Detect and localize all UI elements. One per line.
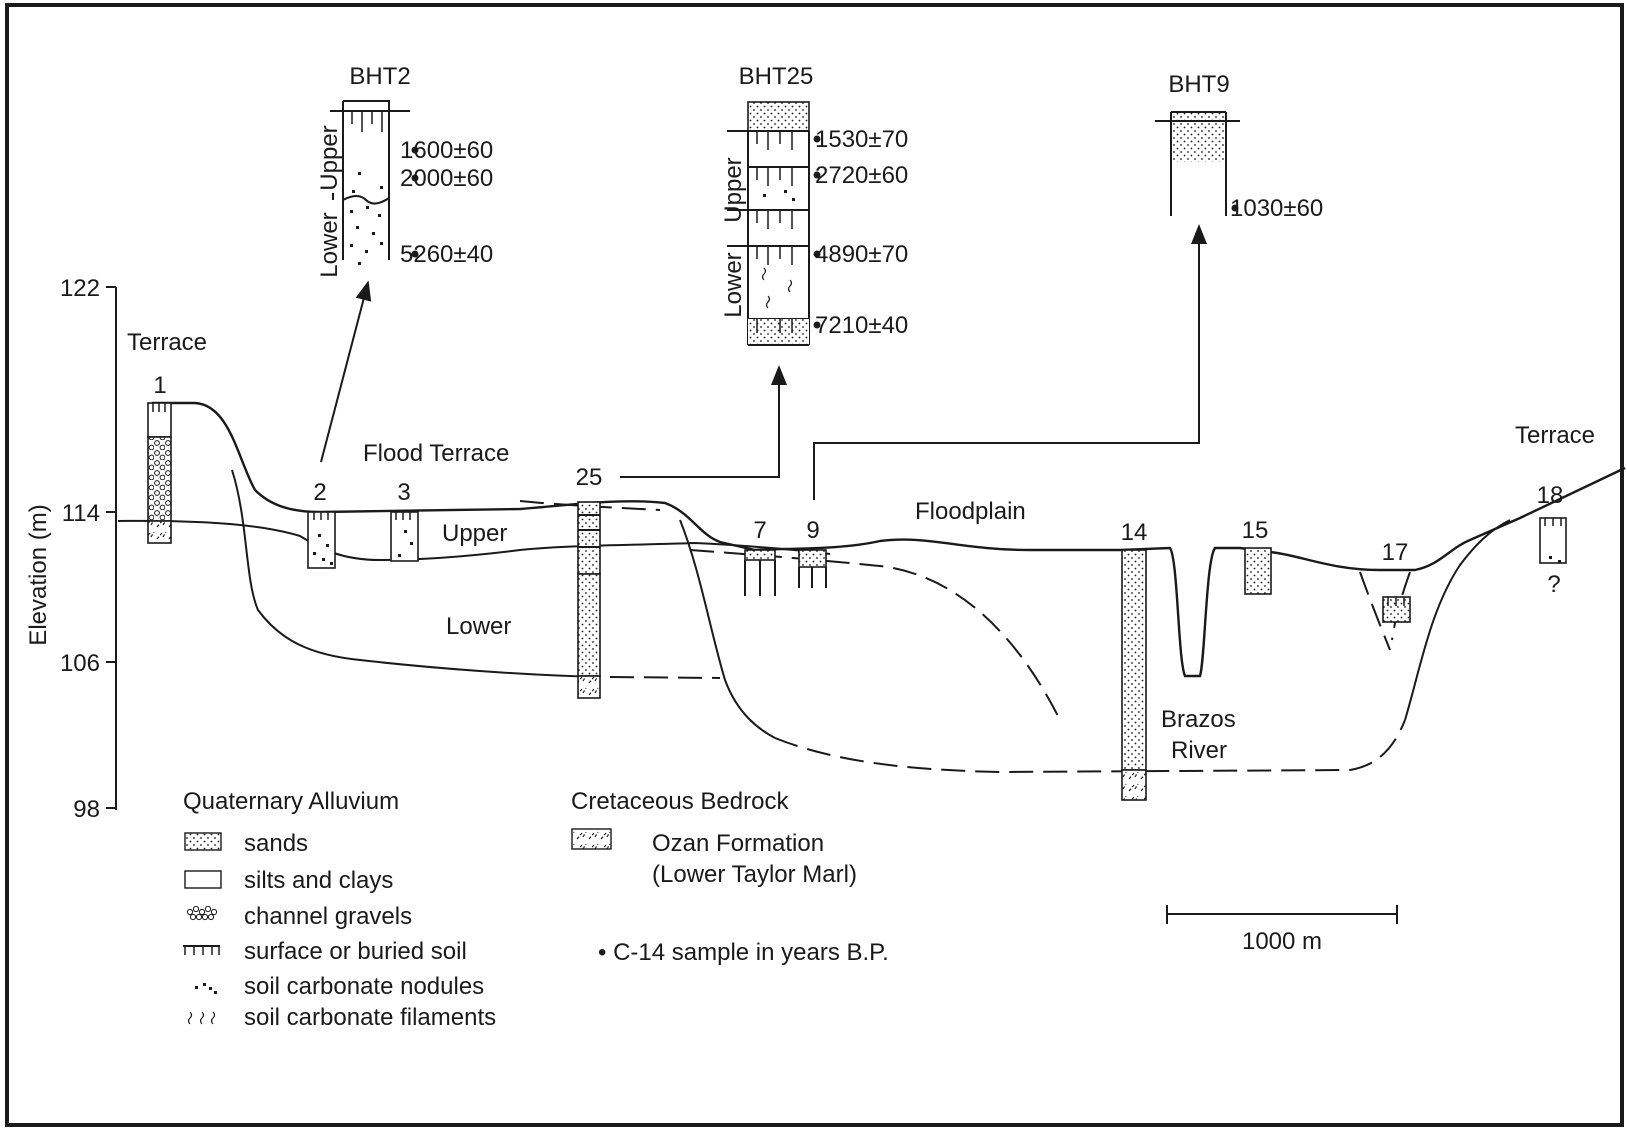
borehole-labels: 1 2 3 25 7 9 14 15 17 18 ? (153, 372, 1563, 598)
elevation-axis: 122 114 106 98 Elevation (m) (25, 275, 117, 823)
inset-bht25-date-1: 1530±70 (815, 126, 908, 153)
landform-labels: Terrace Terrace Flood Terrace Floodplain… (127, 329, 1595, 764)
legend-soil: surface or buried soil (244, 938, 467, 965)
inset-bht25-date-4: 7210±40 (815, 312, 908, 339)
floodplain-label: Floodplain (915, 498, 1026, 525)
c14-dots (411, 135, 1239, 329)
borehole-9 (798, 549, 827, 588)
borehole-7 (744, 549, 776, 596)
legend-silts-swatch (184, 870, 222, 889)
inset-bht25-date-3: 4890±70 (815, 241, 908, 268)
inset-bht25-date-2: 2720±60 (815, 162, 908, 189)
legend-ozan-swatch (571, 828, 612, 850)
inset-bht2: BHT2 Upper Lower 1600±60 2000±60 5260±40 (316, 63, 493, 278)
legend-filaments-swatch (187, 1011, 216, 1025)
legend-c14: • C-14 sample in years B.P. (598, 939, 889, 966)
legend-nodules: soil carbonate nodules (244, 973, 484, 1000)
borehole-label-17: 17 (1382, 539, 1409, 566)
borehole-label-14: 14 (1121, 519, 1148, 546)
inset-bht2-title: BHT2 (349, 63, 410, 90)
figure-frame (5, 3, 1624, 1127)
borehole-14 (1121, 549, 1147, 801)
legend-silts: silts and clays (244, 867, 393, 894)
legend-ozan-line2: (Lower Taylor Marl) (652, 861, 857, 888)
axis-tick-106: 106 (60, 650, 100, 677)
borehole-label-3: 3 (397, 479, 410, 506)
upper-lower-boundary (117, 519, 831, 562)
flood-terrace-label: Flood Terrace (363, 440, 509, 467)
borehole-15 (1244, 547, 1272, 595)
inset-bht9-date-1: 1030±60 (1230, 195, 1323, 222)
borehole-3 (390, 511, 419, 562)
legend-soil-swatch (183, 945, 220, 955)
river-label-line2: River (1171, 737, 1227, 764)
upper-unit-label: Upper (442, 520, 507, 547)
legend-gravels: channel gravels (244, 903, 412, 930)
terrace-left-label: Terrace (127, 329, 207, 356)
borehole-label-18: 18 (1537, 482, 1564, 509)
borehole-18-unknown: ? (1547, 571, 1560, 598)
borehole-label-15: 15 (1242, 517, 1269, 544)
borehole-17 (1382, 596, 1411, 623)
inset-bht9-title: BHT9 (1168, 71, 1229, 98)
borehole-1 (147, 402, 172, 544)
borehole-label-25: 25 (576, 464, 603, 491)
legend-gravels-swatch (186, 905, 218, 921)
inset-bht2-upper: Upper (316, 125, 343, 190)
legend-sands-swatch (184, 832, 222, 851)
borehole-label-7: 7 (753, 517, 766, 544)
axis-label: Elevation (m) (25, 504, 52, 645)
axis-tick-114: 114 (62, 500, 100, 527)
inset-bht25-lower: Lower (720, 252, 747, 317)
inset-bht2-lower: Lower (316, 212, 343, 277)
leader-arrows (320, 224, 1207, 500)
legend-filaments: soil carbonate filaments (244, 1004, 496, 1031)
inset-bht9: BHT9 1030±60 (1155, 71, 1323, 222)
terrace-right-label: Terrace (1515, 422, 1595, 449)
river-label-line1: Brazos (1161, 706, 1236, 733)
inset-bht25-upper: Upper (720, 157, 747, 222)
legend-sands: sands (244, 830, 308, 857)
borehole-2 (307, 511, 336, 569)
inset-bht25-title: BHT25 (739, 63, 814, 90)
legend-nodules-swatch (195, 983, 217, 994)
scale-bar: 1000 m (1166, 905, 1398, 955)
borehole-label-2: 2 (313, 479, 326, 506)
legend-heading-quaternary: Quaternary Alluvium (183, 788, 399, 815)
legend: Quaternary Alluvium sands silts and clay… (183, 788, 889, 1031)
borehole-18 (1539, 517, 1567, 564)
legend-heading-cretaceous: Cretaceous Bedrock (571, 788, 789, 815)
borehole-label-9: 9 (806, 517, 819, 544)
axis-tick-122: 122 (60, 275, 100, 302)
axis-tick-98: 98 (73, 796, 100, 823)
bedrock-contact (231, 469, 1511, 774)
borehole-label-1: 1 (153, 372, 166, 399)
inset-bht25: BHT25 Upper Lower 1530±70 2720±60 4890±7… (720, 63, 908, 346)
lower-unit-label: Lower (446, 613, 511, 640)
legend-ozan-line1: Ozan Formation (652, 830, 824, 857)
borehole-25 (577, 501, 601, 699)
scale-bar-label: 1000 m (1242, 928, 1322, 955)
